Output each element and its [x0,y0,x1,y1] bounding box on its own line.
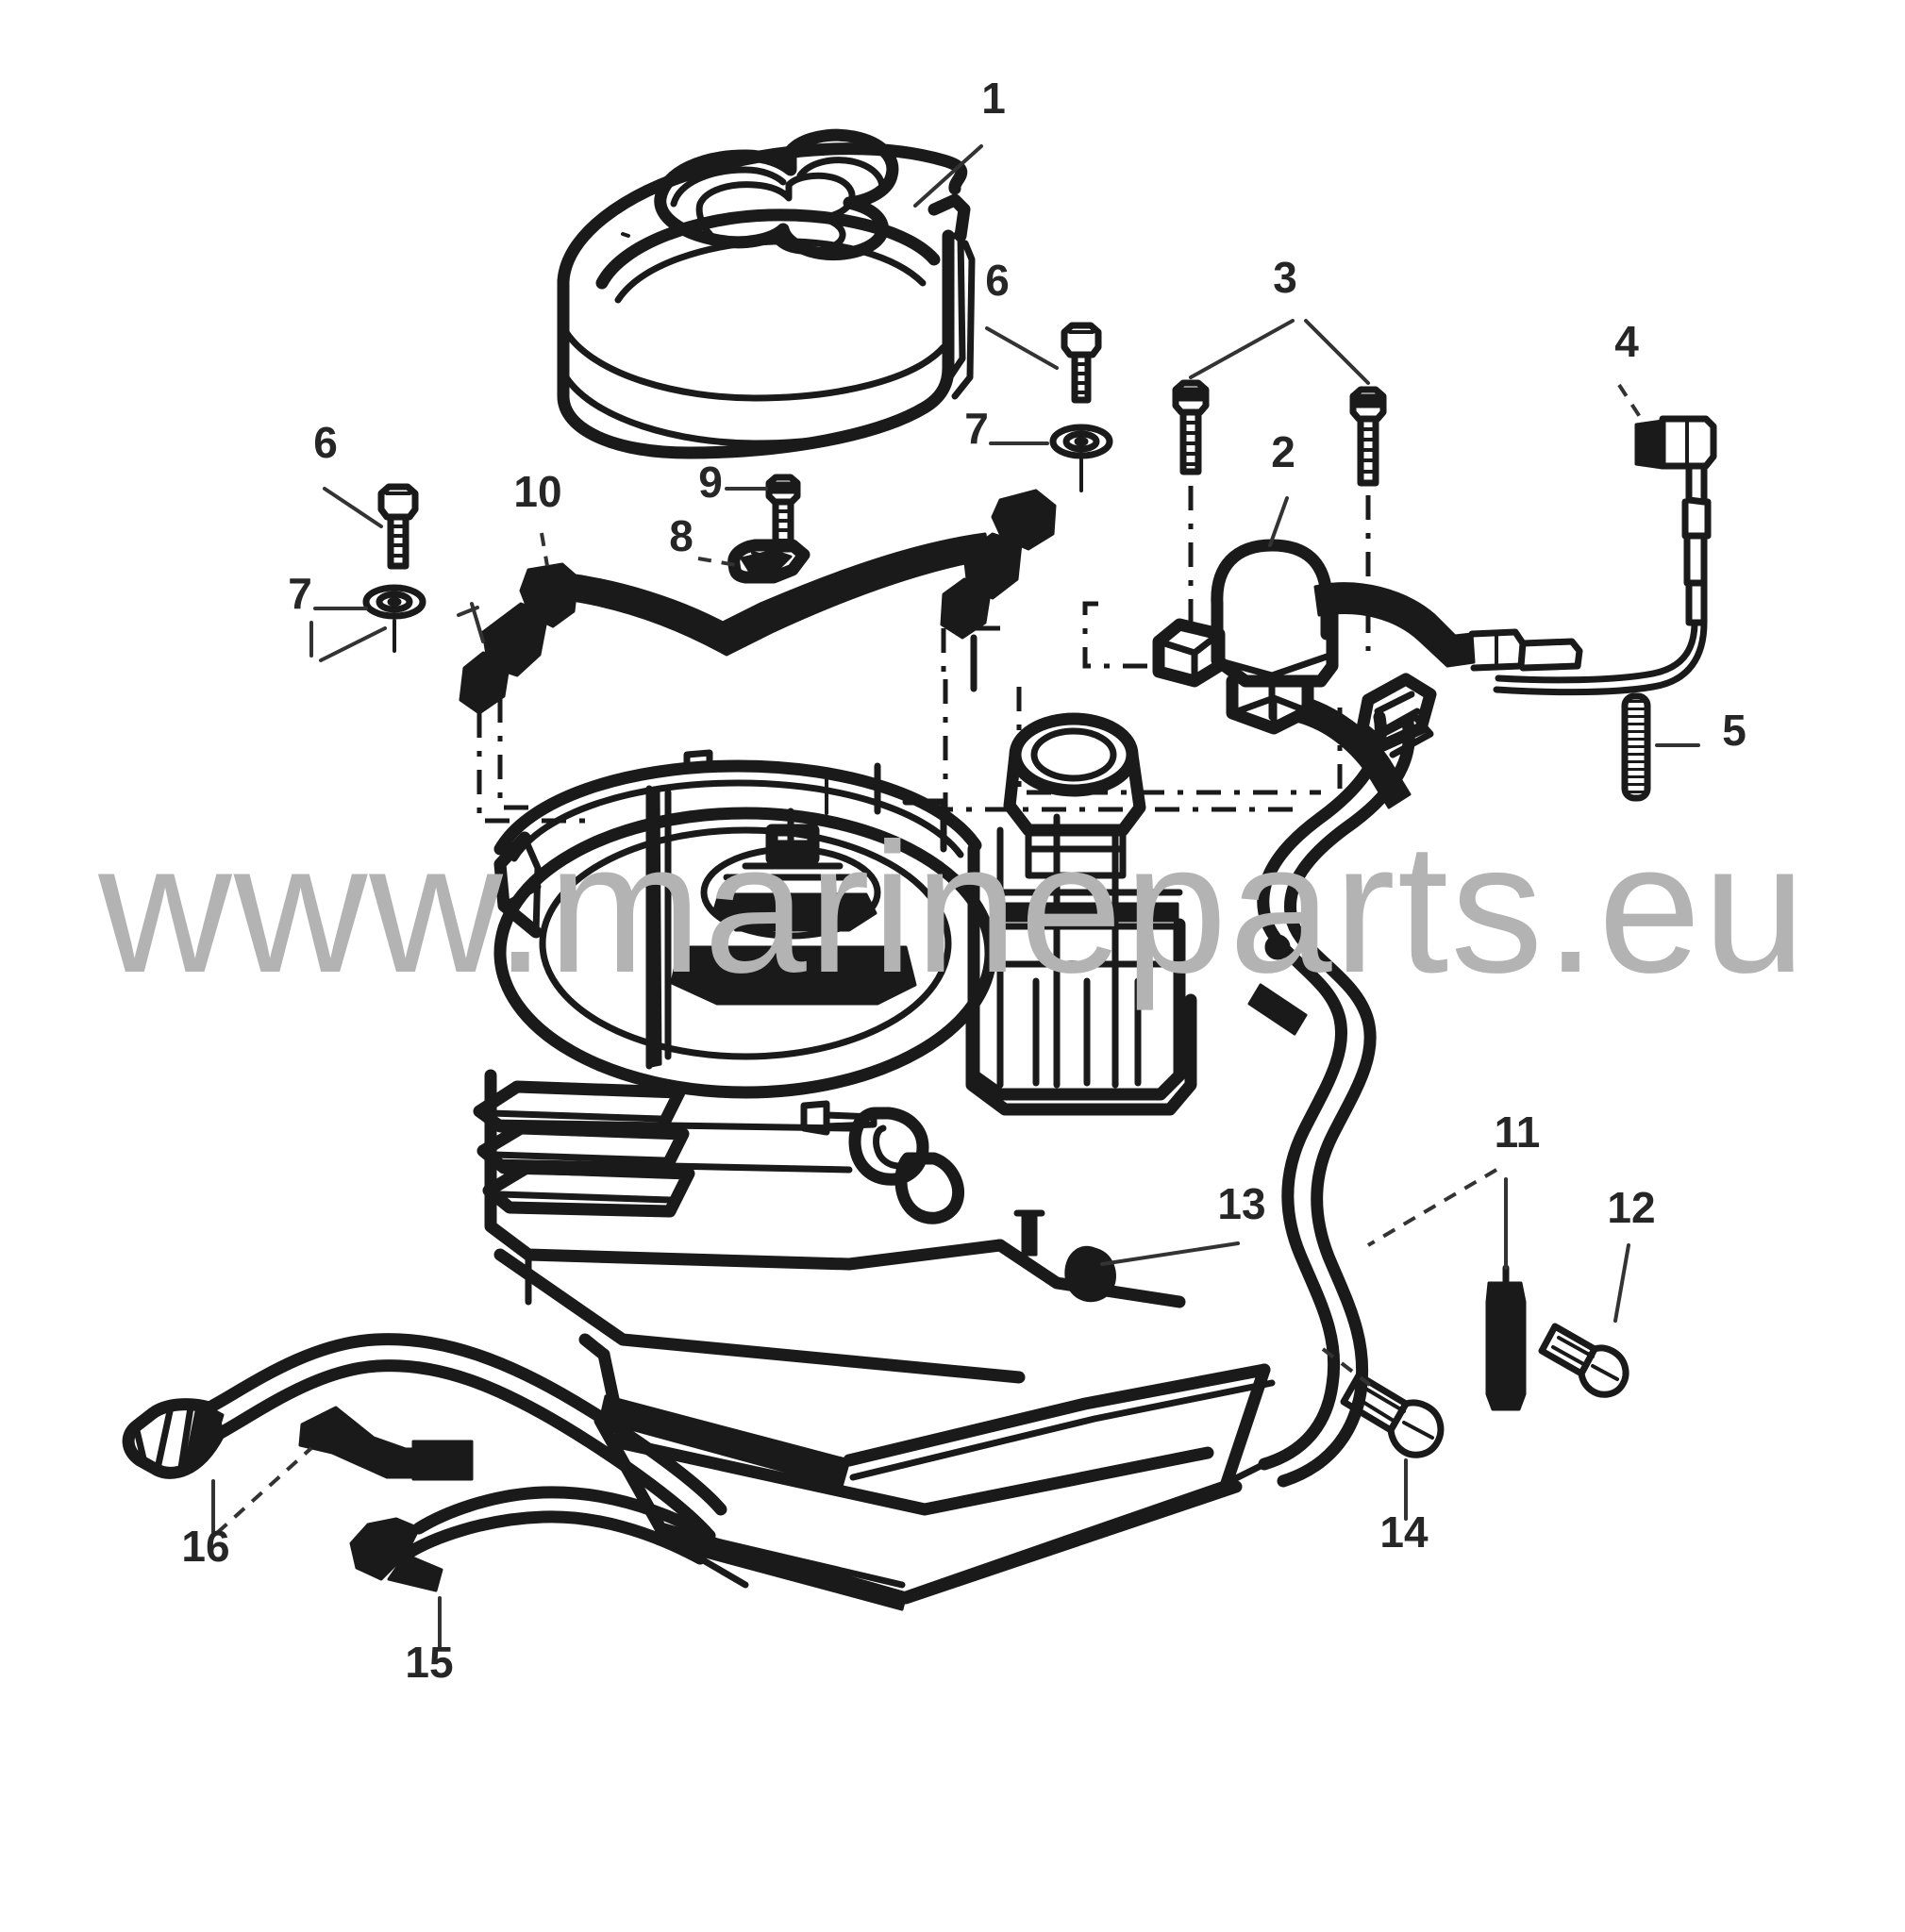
callout-7b: 7 [288,569,312,618]
callout-8: 8 [669,511,693,560]
callout-3: 3 [1273,253,1297,302]
callout-9: 9 [698,458,723,507]
part-grommet-13 [1064,1245,1116,1303]
construction-line-b [1082,601,1147,669]
part-sleeve-grommet [1621,692,1651,802]
callout-14: 14 [1379,1507,1429,1557]
part-flat-washer-left [362,584,426,653]
callout-10: 10 [513,467,561,516]
callout-12: 12 [1607,1183,1655,1232]
wire-harness-right [1223,673,1437,1488]
callout-6a: 6 [985,256,1010,305]
construction-line-g [476,713,585,824]
callout-7a: 7 [964,404,989,453]
construction-line-f [497,698,528,810]
part-screw-left-of-coil [1172,379,1210,475]
part-small-screw [765,474,801,553]
callout-13: 13 [1217,1179,1265,1228]
part-wire-clip [727,539,810,584]
part-flywheel-cover [557,128,976,459]
callout-11: 11 [1495,1108,1541,1157]
callout-15: 15 [405,1638,453,1687]
callout-labels: 1 6 3 4 7 2 6 10 9 8 7 5 11 12 13 14 16 … [181,74,1746,1687]
construction-line-a [941,625,1000,677]
part-center-plug-boot [940,489,1057,692]
part-ignition-coil [1152,539,1583,809]
callout-2: 2 [1271,427,1295,476]
callout-6b: 6 [313,418,338,467]
part-hex-bolt-right [1061,322,1102,404]
callout-16: 16 [181,1522,229,1571]
watermark-text: www.marineparts.eu [97,805,1808,1011]
construction-line-c [1016,687,1321,795]
part-spark-plug-boot-left [459,532,991,715]
part-clamp-11 [1485,1264,1527,1411]
engine-powerhead [473,712,1276,1611]
callout-4: 4 [1614,317,1639,366]
callout-1: 1 [981,74,1006,123]
part-hex-bolt-left [377,483,419,570]
callout-leaders [211,144,1700,1651]
callout-5: 5 [1722,706,1746,755]
part-flat-washer-right [1049,424,1113,492]
part-screw-right-of-coil [1349,386,1387,487]
part-screw-12 [1538,1323,1629,1398]
part-spark-plug-cap-lead [1493,415,1717,696]
part-bolt-14 [1340,1372,1445,1458]
wire-harness-left [122,1333,749,1592]
